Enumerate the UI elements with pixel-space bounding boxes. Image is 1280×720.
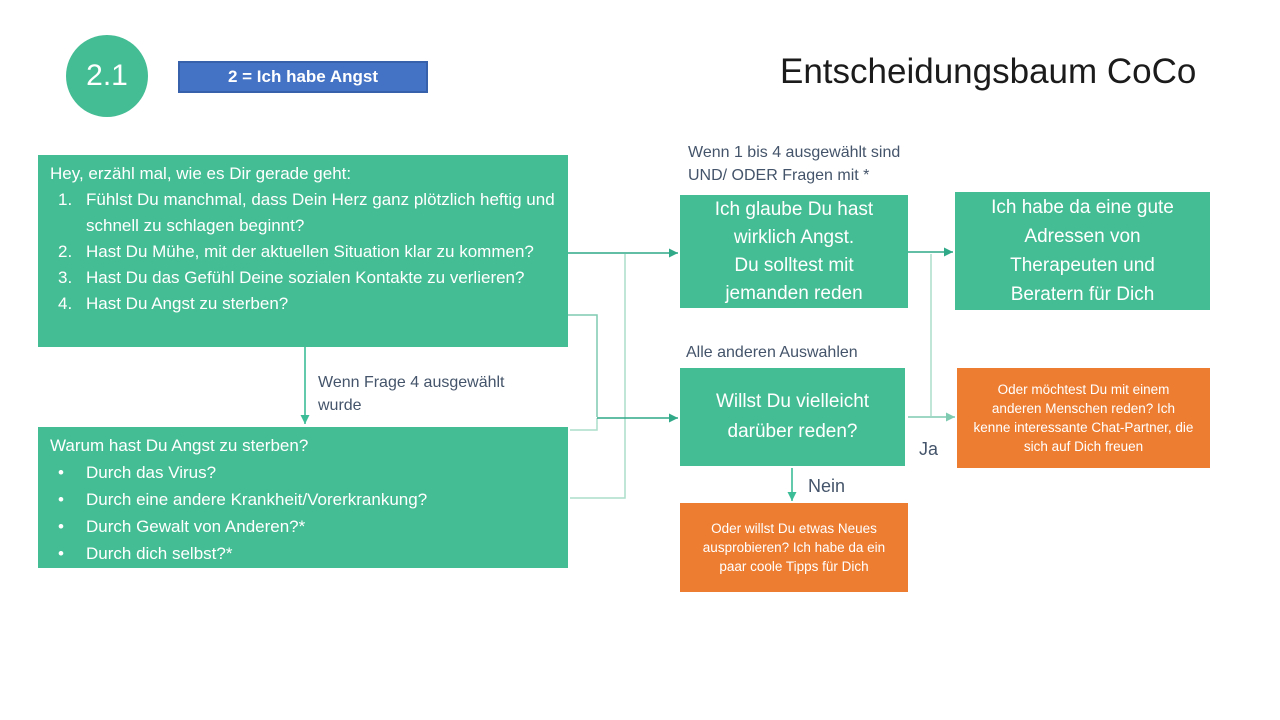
list-text: Hast Du das Gefühl Deine sozialen Kontak…	[86, 268, 525, 287]
node-text: Oder möchtest Du mit einem anderen Mensc…	[973, 382, 1194, 454]
connector-why-to-talk-elbow	[570, 418, 598, 431]
node-line: Ich habe da eine gute	[991, 197, 1174, 218]
list-item: • Durch eine andere Krankheit/Vorerkrank…	[50, 486, 556, 513]
list-text: Hast Du Mühe, mit der aktuellen Situatio…	[86, 242, 534, 261]
node-intro-questions: Hey, erzähl mal, wie es Dir gerade geht:…	[38, 155, 568, 347]
node-line: Willst Du vielleicht	[715, 391, 870, 412]
list-number: 2.	[58, 242, 73, 261]
label-yes: Ja	[919, 439, 939, 459]
node-talk-about-it: Willst Du vielleicht darüber reden?	[680, 368, 905, 466]
label-no: Nein	[808, 476, 846, 496]
node-line: Ich glaube Du hast	[714, 198, 874, 220]
node-line: Adressen von	[1024, 226, 1141, 247]
list-text: Durch das Virus?	[86, 463, 217, 482]
node-text: Oder willst Du etwas Neues ausprobieren?…	[702, 521, 886, 574]
bullet: •	[58, 544, 64, 563]
list-item: 1. Fühlst Du manchmal, dass Dein Herz ga…	[50, 187, 556, 239]
label-condition-question4: Wenn Frage 4 ausgewählt wurde	[318, 374, 505, 414]
legend-box: 2 = Ich habe Angst	[178, 61, 428, 93]
list-item: 2. Hast Du Mühe, mit der aktuellen Situa…	[50, 239, 556, 265]
list-item: 4. Hast Du Angst zu sterben?	[50, 291, 556, 317]
node-line: darüber reden?	[727, 421, 858, 442]
label-condition-1to4: Wenn 1 bis 4 ausgewählt sind UND/ ODER F…	[688, 141, 900, 187]
connector-why-to-believe	[570, 254, 626, 499]
node-line: Therapeuten und	[1010, 255, 1155, 276]
legend-label: 2 = Ich habe Angst	[227, 67, 379, 86]
slide-number: 2.1	[86, 59, 128, 92]
bullet: •	[58, 463, 64, 482]
list-text: Hast Du Angst zu sterben?	[86, 294, 289, 313]
intro-header: Hey, erzähl mal, wie es Dir gerade geht:	[50, 164, 352, 183]
label-line: Wenn 1 bis 4 ausgewählt sind	[688, 144, 901, 161]
label-condition-other: Alle anderen Auswahlen	[686, 344, 858, 361]
list-number: 4.	[58, 294, 73, 313]
why-header: Warum hast Du Angst zu sterben?	[50, 436, 309, 455]
list-text: Fühlst Du manchmal, dass Dein Herz ganz …	[86, 190, 555, 235]
node-line: jemanden reden	[725, 282, 863, 304]
list-item: • Durch Gewalt von Anderen?*	[50, 513, 556, 540]
list-item: 3. Hast Du das Gefühl Deine sozialen Kon…	[50, 265, 556, 291]
node-therapist-addresses: Ich habe da eine gute Adressen von Thera…	[955, 192, 1210, 310]
list-text: Durch eine andere Krankheit/Vorerkrankun…	[86, 490, 428, 509]
slide-number-badge: 2.1	[66, 35, 148, 117]
connector-intro-to-talk-elbow	[568, 314, 598, 417]
node-chat-partner: Oder möchtest Du mit einem anderen Mensc…	[957, 368, 1210, 468]
list-number: 1.	[58, 190, 73, 209]
bullet: •	[58, 490, 64, 509]
list-text: Durch dich selbst?*	[86, 544, 233, 563]
node-why-afraid: Warum hast Du Angst zu sterben? • Durch …	[38, 427, 568, 568]
node-line: Beratern für Dich	[1010, 284, 1155, 305]
node-cool-tips: Oder willst Du etwas Neues ausprobieren?…	[680, 503, 908, 592]
bullet: •	[58, 517, 64, 536]
node-line: Du solltest mit	[734, 254, 854, 276]
list-item: • Durch dich selbst?*	[50, 540, 556, 567]
node-believe-angst: Ich glaube Du hast wirklich Angst. Du so…	[680, 195, 908, 308]
list-item: • Durch das Virus?	[50, 459, 556, 486]
page-title: Entscheidungsbaum CoCo	[780, 52, 1197, 91]
label-line: UND/ ODER Fragen mit *	[688, 167, 870, 184]
list-text: Durch Gewalt von Anderen?*	[86, 517, 306, 536]
list-number: 3.	[58, 268, 73, 287]
node-line: wirklich Angst.	[733, 226, 855, 248]
